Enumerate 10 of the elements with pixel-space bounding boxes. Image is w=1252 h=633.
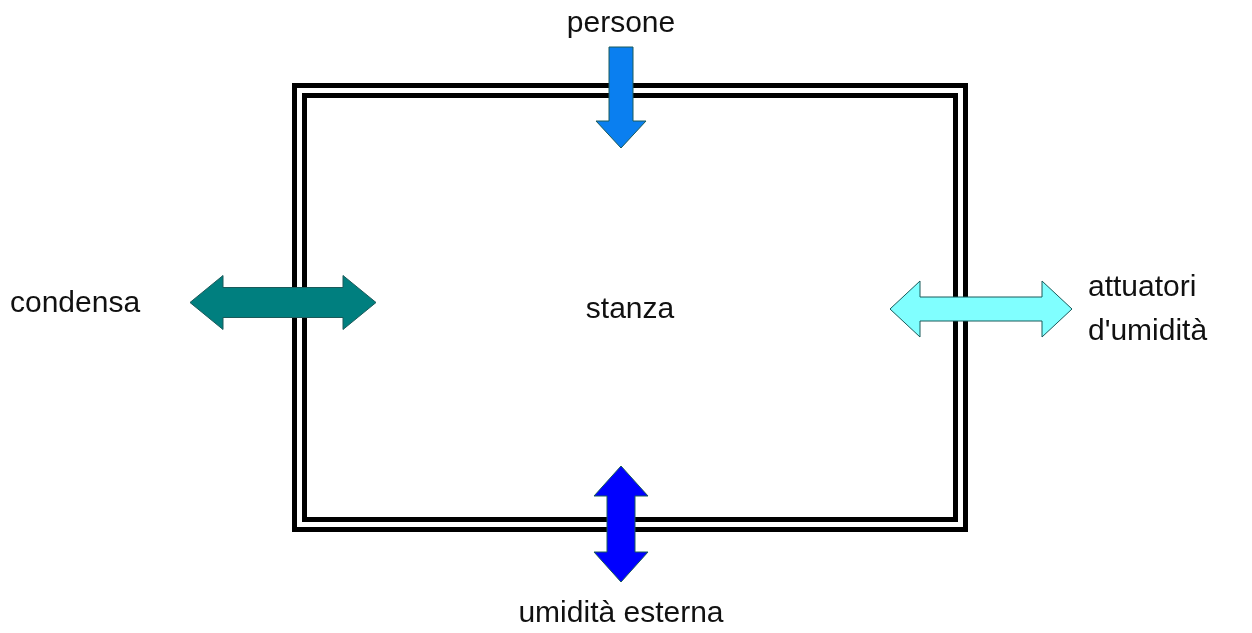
flow-label: persone (565, 4, 677, 40)
flow-label: condensa (10, 284, 142, 320)
room-box (292, 83, 968, 532)
double-block-arrow (189, 275, 377, 330)
flow-label: attuatori d'umidità (1088, 268, 1209, 348)
flow-label: umidità esterna (517, 594, 725, 630)
double-block-arrow (889, 280, 1073, 338)
block-arrow (595, 46, 647, 149)
double-block-arrow (593, 465, 649, 583)
room-label: stanza (584, 290, 676, 326)
